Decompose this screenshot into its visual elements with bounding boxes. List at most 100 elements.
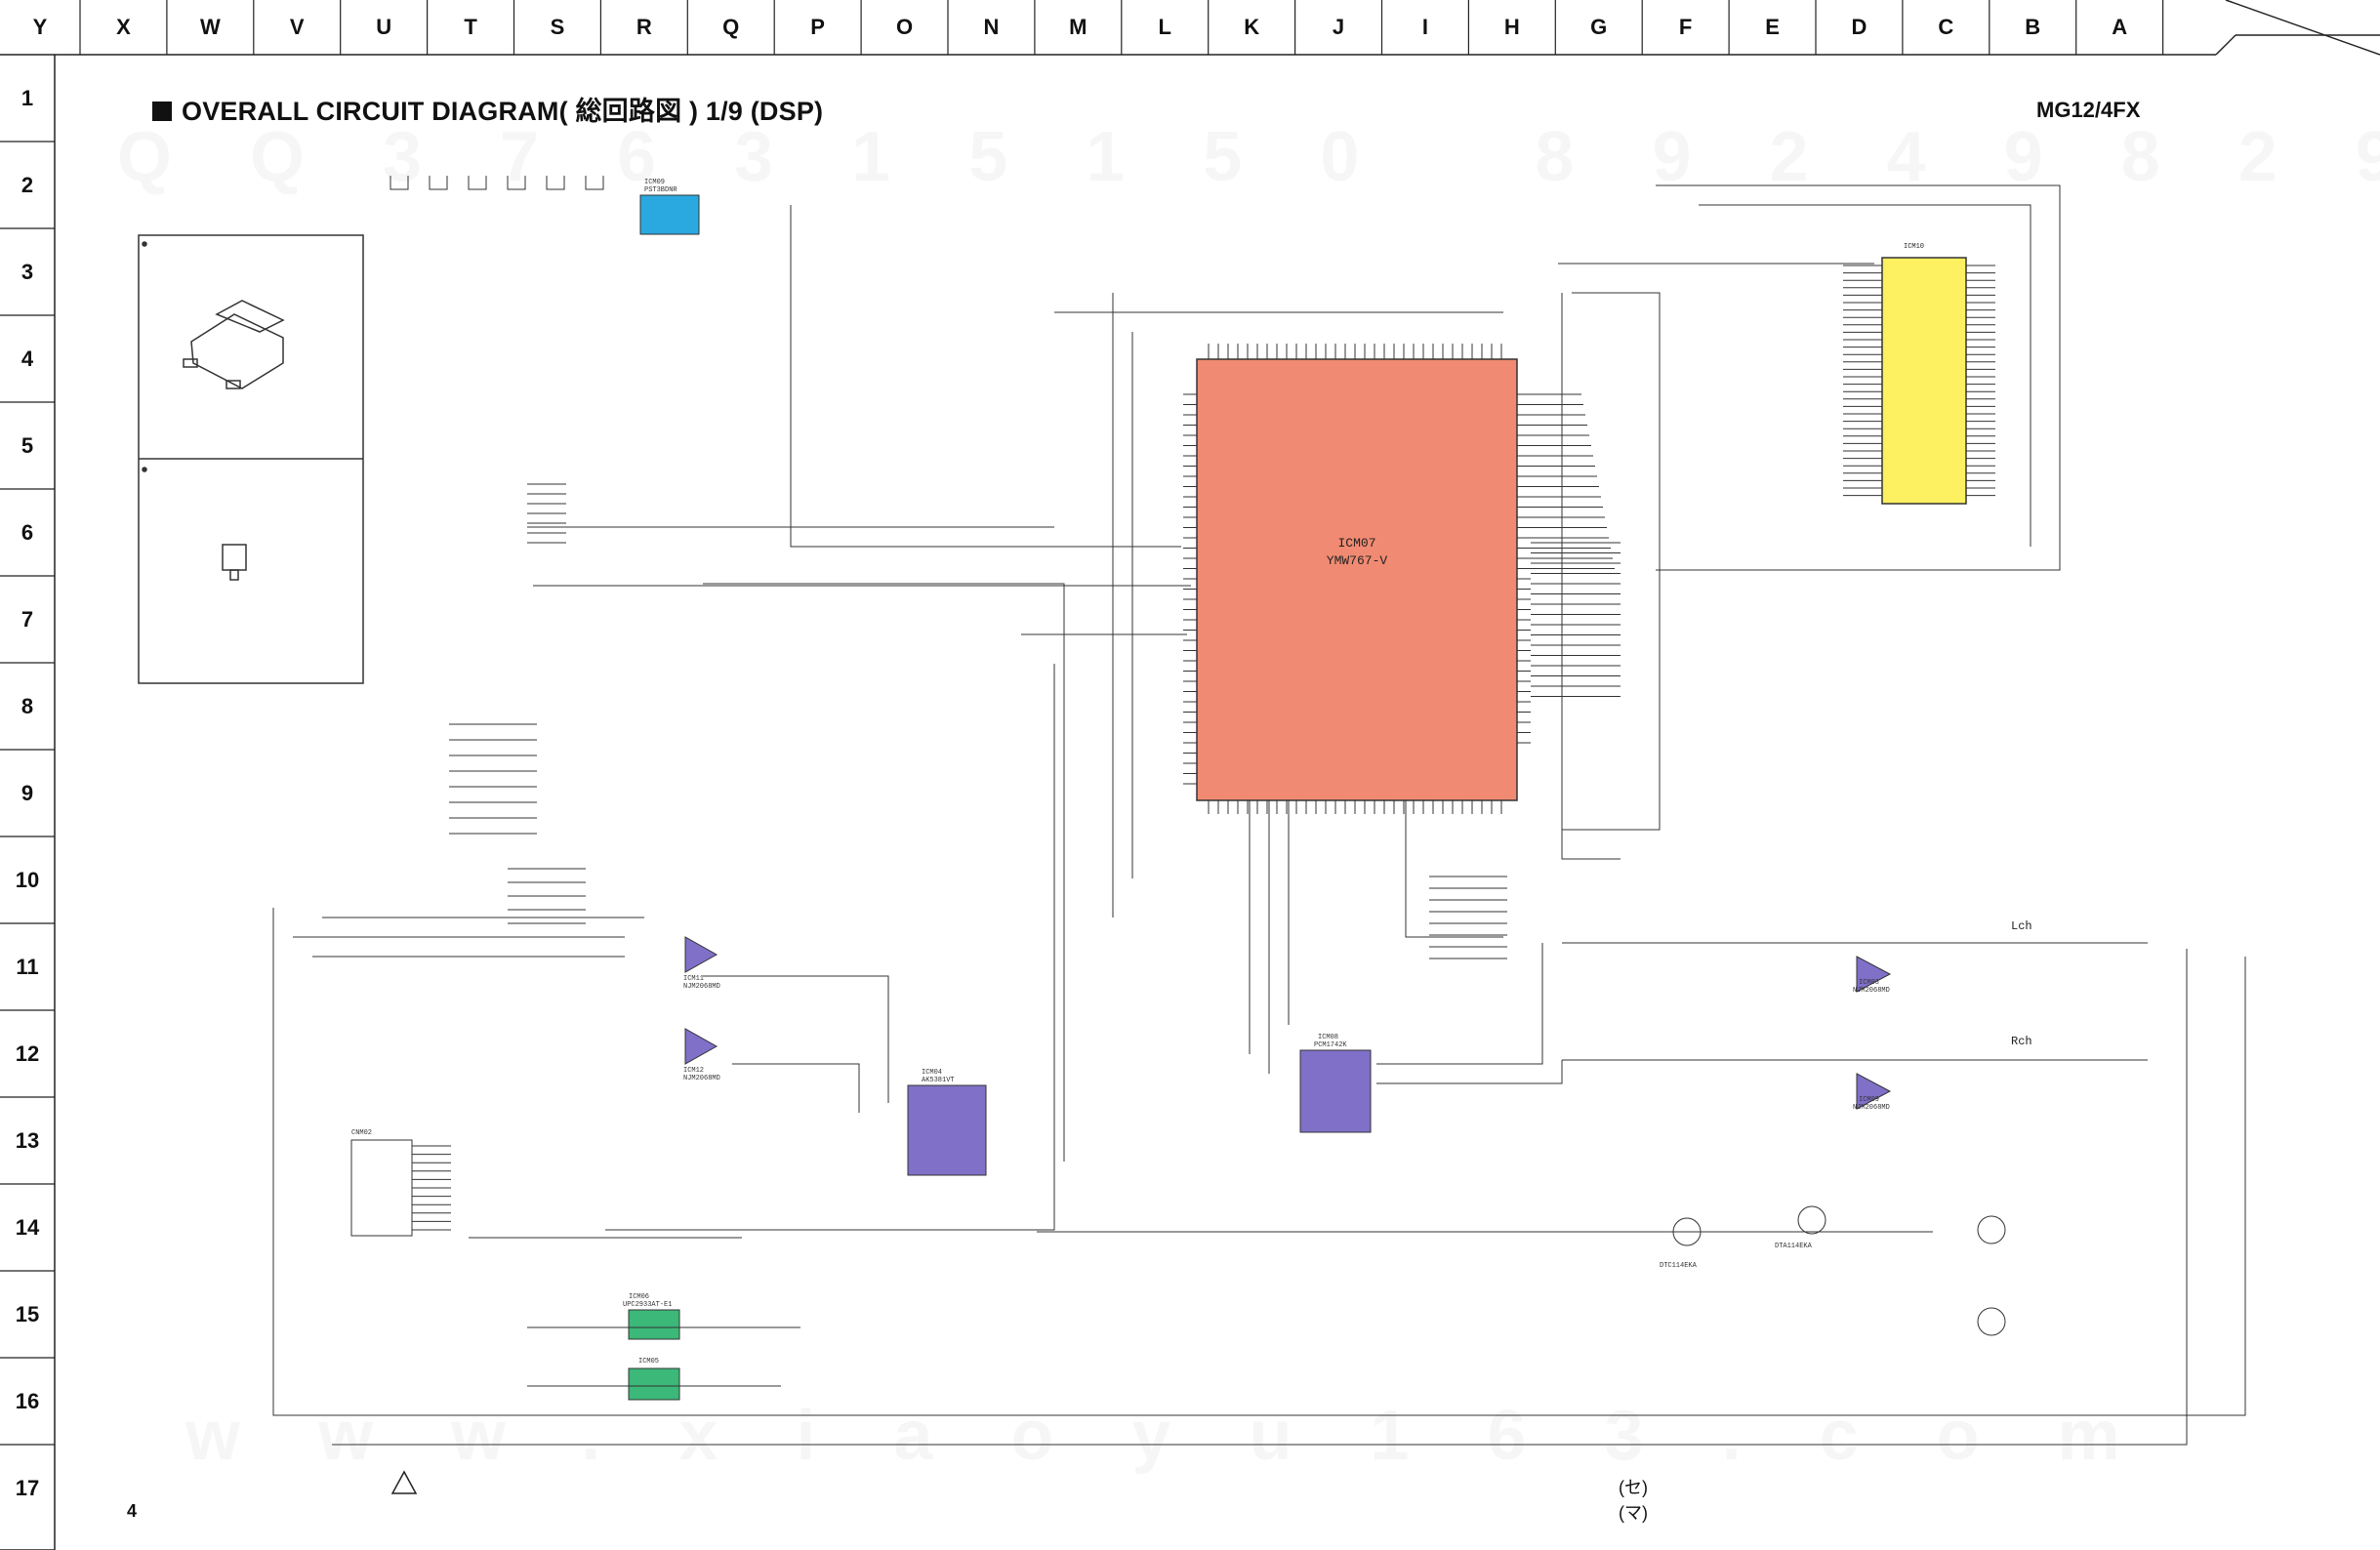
net [703,975,889,1103]
transistor-dta: DTA114EKA [1775,1243,1813,1250]
reg-a-ref: ICM06 [629,1293,649,1301]
regulator-icm06: ICM06 UPC2933AT-E1 [623,1293,680,1340]
row-label-16: 16 [15,1388,40,1413]
column-label-o: O [895,15,914,39]
opamp-2-ref: ICM12 [683,1067,704,1075]
wiring-layer [0,0,2246,1446]
net [1376,943,1543,1065]
column-label-a: A [2112,15,2128,39]
column-label-g: G [1590,15,1608,39]
opamp-4-ref: ICM09 [1859,1096,1879,1104]
dsp-chip-icm07: ICM07 YMW767-V [1196,358,1518,801]
sram-chip-icm10: ICM10 [1881,243,1967,505]
transistor-symbol [1977,1215,2006,1244]
sram-ref: ICM10 [1904,243,1924,251]
net [1562,292,1661,831]
column-label-l: L [1158,15,1171,39]
opamp-icm03: ICM03 NJM2068MD [1853,956,1892,995]
net [272,908,2246,1416]
adc-icm04: ICM04 AK5381VT [907,1069,987,1176]
column-label-b: B [2025,15,2041,39]
column-label-s: S [550,15,565,39]
adc-ref: ICM04 [922,1069,942,1077]
page-number: 4 [127,1501,138,1521]
transistor-symbol [1797,1205,1826,1235]
opamp-icm09: ICM09 NJM2068MD [1853,1073,1892,1112]
warning-triangle-icon [390,1470,418,1494]
output-rch: Rch [2011,1035,2032,1048]
row-label-10: 10 [15,867,40,892]
net [605,664,1055,1231]
regulator-icm09: ICM09 PST3BDNR [639,179,700,235]
model-number: MG12/4FX [2036,98,2141,122]
row-label-9: 9 [21,780,34,805]
column-label-n: N [983,15,1000,39]
diagram-title: OVERALL CIRCUIT DIAGRAM( 総回路図 ) 1/9 (DSP… [152,90,823,128]
column-label-q: Q [722,15,740,39]
opamp-1-ref: ICM11 [683,975,704,983]
column-label-u: U [376,15,392,39]
column-label-p: P [810,15,825,39]
row-label-7: 7 [21,606,34,632]
footer-mark-se: (セ) [1619,1478,1648,1497]
row-label-3: 3 [21,259,34,284]
reg-a-part: UPC2933AT-E1 [623,1301,672,1309]
row-label-17: 17 [15,1475,40,1500]
opamp-3-part: NJM2068MD [1853,987,1890,995]
transistor-symbol [1672,1217,1702,1246]
row-label-4: 4 [21,346,34,371]
net [1405,800,1503,938]
transistor-symbol [1977,1307,2006,1336]
opamp-3-ref: ICM03 [1859,979,1879,987]
column-label-c: C [1938,15,1954,39]
footer-mark-ma: (マ) [1619,1503,1648,1523]
cap [429,176,448,190]
net [1699,204,2031,547]
net [790,205,1181,548]
column-label-h: H [1503,15,1520,39]
column-label-k: K [1244,15,1260,39]
column-label-w: W [199,15,221,39]
cap [390,176,409,190]
cap [585,176,604,190]
adc-part: AK5381VT [922,1077,955,1084]
regulator-icm05: ICM05 [628,1358,680,1401]
row-label-1: 1 [21,85,34,110]
dac-ref: ICM08 [1318,1034,1338,1041]
row-label-11: 11 [16,954,39,979]
transistor-dtc: DTC114EKA [1660,1262,1698,1270]
cap [546,176,565,190]
opamp-4-part: NJM2068MD [1853,1104,1890,1112]
net [332,949,2188,1446]
row-label-12: 12 [15,1040,40,1066]
opamp-2-part: NJM2068MD [683,1075,720,1082]
package-outline-box [138,234,364,684]
dsp-ref: ICM07 [1337,536,1375,551]
column-label-f: F [1678,15,1693,39]
column-label-e: E [1765,15,1780,39]
row-label-13: 13 [15,1127,40,1153]
row-label-8: 8 [21,693,34,718]
opamp-icm12: ICM12 NJM2068MD [683,1028,720,1082]
net [1561,293,1621,860]
column-label-i: I [1421,15,1428,39]
column-label-r: R [636,15,652,39]
column-label-x: X [116,15,131,39]
net [1376,1060,1563,1084]
column-label-v: V [289,15,305,39]
title-square-icon [152,102,172,121]
column-label-m: M [1069,15,1087,39]
column-label-t: T [464,15,477,39]
dac-part: PCM1742K [1314,1041,1347,1049]
net [732,1063,860,1113]
diagram-title-text: OVERALL CIRCUIT DIAGRAM( 総回路図 ) 1/9 (DSP… [182,97,824,126]
opamp-icm11: ICM11 NJM2068MD [683,936,720,991]
opamp-1-part: NJM2068MD [683,983,720,991]
reg-b-ref: ICM05 [638,1358,659,1366]
reg-top-part: PST3BDNR [644,186,677,194]
connector-ref: CNM02 [351,1129,372,1137]
dsp-part: YMW767-V [1327,553,1388,568]
cap [507,176,526,190]
